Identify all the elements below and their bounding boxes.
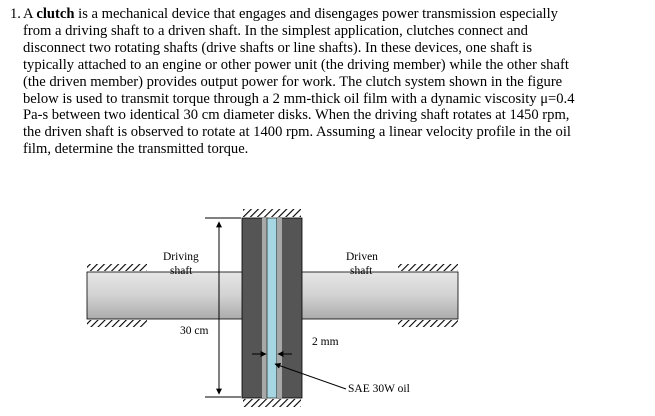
driven-label-line-2: shaft	[350, 265, 373, 277]
problem-statement: 1. A clutch is a mechanical device that …	[10, 6, 652, 158]
driven-shaft	[298, 271, 459, 320]
ground-hatch-top-center	[243, 209, 301, 217]
ground-hatch-top-left	[87, 264, 147, 271]
driving-shaft	[86, 271, 246, 320]
driven-label-line-1: Driven	[346, 251, 378, 263]
ground-hatch-bottom-center	[243, 399, 301, 407]
term-clutch: clutch	[36, 6, 75, 22]
problem-line-1: A clutch is a mechanical device that eng…	[23, 6, 652, 23]
oil-leader-line	[274, 362, 347, 390]
driving-label-line-2: shaft	[170, 265, 193, 277]
problem-line-6: below is used to transmit torque through…	[23, 90, 575, 107]
problem-line-7: Pa-s between two identical 30 cm diamete…	[23, 107, 570, 124]
driving-disk-face	[262, 218, 267, 398]
problem-line-9: film, determine the transmitted torque.	[23, 141, 249, 158]
problem-line-1-a: A	[23, 6, 37, 22]
problem-line-3: disconnect two rotating shafts (drive sh…	[23, 39, 533, 56]
problem-number: 1.	[10, 6, 21, 22]
gap-label: 2 mm	[312, 336, 339, 348]
problem-line-1-b: is a mechanical device that engages and …	[74, 6, 558, 22]
ground-hatch-bottom-left	[87, 320, 147, 327]
problem-line-4: typically attached to an engine or other…	[23, 56, 569, 73]
problem-line-5: (the driven member) provides output powe…	[23, 73, 563, 90]
problem-text: A clutch is a mechanical device that eng…	[23, 6, 652, 158]
problem-line-8: the driven shaft is observed to rotate a…	[23, 124, 571, 141]
driven-disk-face	[277, 218, 282, 398]
oil-film	[266, 217, 278, 399]
ground-hatch-bottom-right	[398, 320, 458, 327]
oil-label: SAE 30W oil	[348, 383, 410, 395]
diameter-label: 30 cm	[180, 325, 208, 337]
ground-hatch-top-right	[398, 264, 458, 271]
driving-label-line-1: Driving	[163, 251, 199, 263]
problem-line-2: from a driving shaft to a driven shaft. …	[23, 22, 528, 39]
